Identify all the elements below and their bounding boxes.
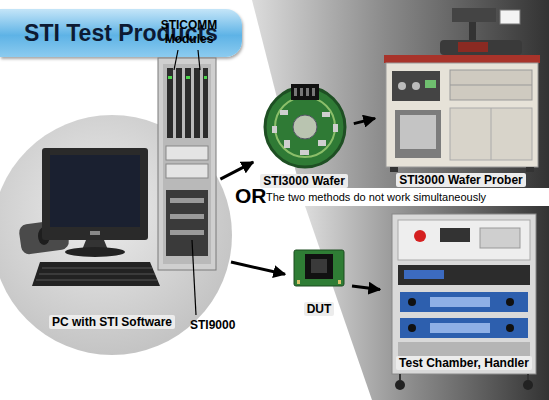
- prober-illustration: [450, 108, 532, 160]
- chamber-illustration: [408, 298, 514, 332]
- prober-illustration: [425, 80, 436, 88]
- card-leds: [204, 76, 207, 79]
- card-leds: [186, 76, 190, 79]
- wafer-illustration: [272, 110, 338, 155]
- sticomm-cards: [167, 68, 173, 138]
- chamber-illustration: [400, 292, 528, 312]
- sticomm-cards: [194, 68, 200, 138]
- chamber-node: Test Chamber, Handler: [383, 208, 545, 392]
- sticomm-cards: [185, 68, 191, 138]
- chamber-illustration: [399, 374, 401, 380]
- chamber-illustration: [404, 270, 444, 279]
- chamber-illustration: [506, 324, 514, 332]
- prober-illustration: [386, 63, 538, 167]
- prober-illustration: [450, 85, 532, 86]
- part-label: STICOMM Modules: [150, 18, 228, 46]
- node-caption: Test Chamber, Handler: [396, 356, 532, 370]
- chamber-illustration: [398, 265, 530, 285]
- sticomm-cards: [176, 68, 182, 138]
- prober-illustration: [400, 115, 436, 149]
- wafer-illustration: [280, 110, 288, 115]
- dut-illustration: [311, 259, 327, 273]
- chamber-illustration: [408, 298, 416, 306]
- wafer-illustration: [275, 97, 335, 157]
- note: The two methods do not work simultaneous…: [266, 190, 486, 204]
- card-leds: [168, 76, 172, 79]
- prober-illustration: [491, 108, 492, 160]
- wafer-illustration: [333, 124, 338, 132]
- connector-arrow: [354, 118, 375, 123]
- chamber-illustration: [506, 298, 514, 306]
- prober-illustration: [452, 8, 496, 22]
- dut-illustration: [305, 254, 333, 279]
- prober-illustration: [384, 8, 540, 172]
- connector-arrow: [220, 162, 253, 179]
- dut-illustration: [297, 280, 300, 284]
- node-caption: PC with STI Software: [49, 315, 175, 329]
- wafer-illustration: [291, 84, 319, 100]
- chamber-illustration: [392, 214, 536, 374]
- wafer-illustration: [293, 115, 317, 139]
- prober-illustration: [390, 167, 398, 172]
- dut-illustration: [294, 250, 344, 286]
- prober-illustration: [412, 82, 420, 90]
- prober-illustration: [450, 70, 532, 100]
- chamber-illustration: [400, 318, 528, 338]
- sticomm-cards: [203, 68, 208, 138]
- connector-arrow: [352, 286, 380, 290]
- chamber-illustration: [430, 297, 490, 307]
- chamber-illustration: [398, 220, 530, 260]
- prober-illustration: [526, 167, 534, 172]
- node-caption: STI3000 Wafer: [260, 174, 348, 188]
- sticomm-cards: [167, 68, 208, 138]
- dut-illustration: [297, 280, 341, 284]
- chamber-illustration: [392, 214, 536, 390]
- wafer-illustration: [306, 88, 309, 96]
- chamber-illustration: [414, 230, 426, 242]
- wafer-illustration: [322, 112, 330, 117]
- chamber-illustration: [523, 380, 533, 390]
- prober-illustration: [440, 40, 522, 55]
- wafer-illustration: [294, 88, 315, 96]
- wafer-illustration: [300, 150, 309, 155]
- chamber-illustration: [440, 228, 470, 242]
- chamber-illustration: [395, 380, 405, 390]
- wafer-illustration: [284, 140, 290, 148]
- chamber-illustration: [430, 323, 490, 333]
- card-leds: [168, 76, 207, 79]
- prober-illustration: [500, 10, 520, 24]
- prober-illustration: [392, 71, 440, 101]
- prober-illustration: [395, 110, 441, 158]
- wafer-node: STI3000 Wafer: [256, 82, 352, 190]
- wafer-illustration: [312, 88, 315, 96]
- dark-ground: [252, 0, 549, 188]
- dut-node: DUT: [288, 244, 350, 320]
- node-caption: STI3000 Wafer Prober: [396, 173, 526, 187]
- dut-illustration: [294, 250, 344, 286]
- part-label: STI9000: [190, 318, 235, 332]
- chamber-illustration: [480, 228, 520, 248]
- chamber-illustration: [527, 374, 529, 380]
- wafer-illustration: [300, 88, 303, 96]
- or-label: OR: [235, 184, 267, 208]
- leader-line: [198, 50, 200, 70]
- chamber-illustration: [408, 324, 416, 332]
- dark-ground: [305, 206, 549, 400]
- prober-illustration: [398, 82, 406, 90]
- leader-line: [174, 50, 178, 70]
- prober-illustration: [469, 14, 476, 58]
- wafer-illustration: [294, 88, 297, 96]
- connector-arrow: [231, 262, 285, 274]
- prober-illustration: [458, 42, 488, 52]
- wafer-illustration: [265, 84, 345, 167]
- wafer-illustration: [272, 126, 277, 133]
- wafer-illustration: [265, 87, 345, 167]
- node-caption: DUT: [304, 302, 335, 316]
- wafer-illustration: [318, 140, 326, 146]
- prober-illustration: [384, 55, 540, 63]
- dut-illustration: [338, 280, 341, 284]
- prober-node: STI3000 Wafer Prober: [378, 5, 544, 189]
